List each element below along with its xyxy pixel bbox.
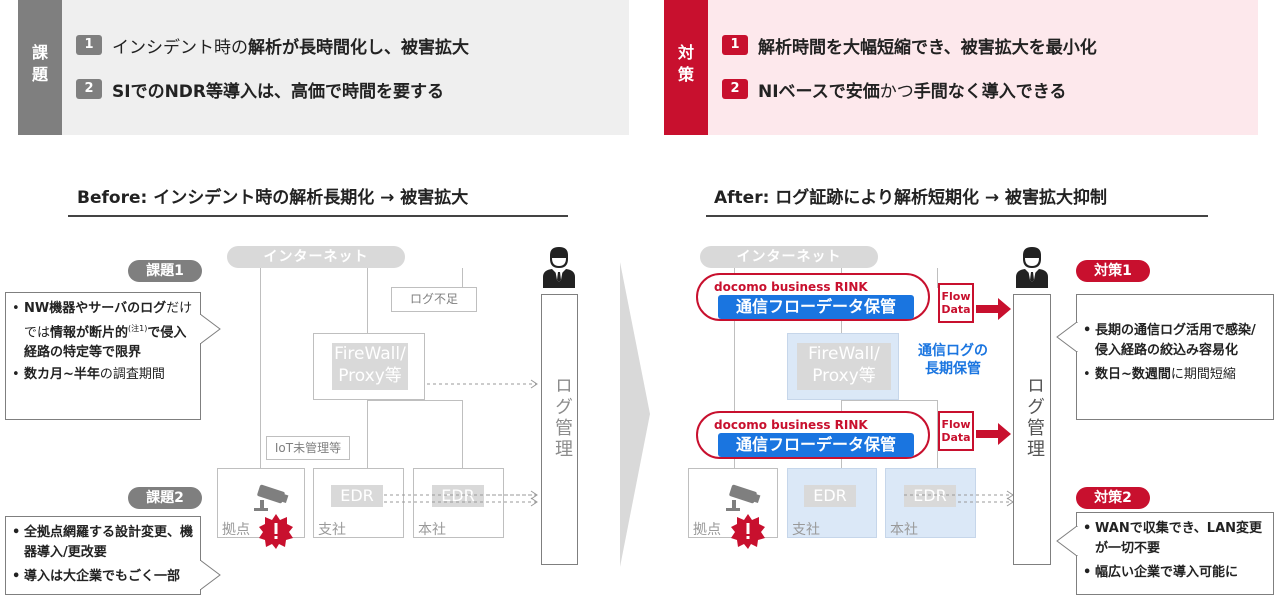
before-wire <box>367 268 368 333</box>
after-title: After: ログ証跡により解析短期化 → 被害拡大抑制 <box>714 188 1108 208</box>
before-title-underline <box>68 215 568 217</box>
rink-storage-top: docomo business RINK 通信フローデータ保管 <box>696 273 930 321</box>
before-site-hq-label: 拠点 <box>222 522 250 538</box>
person-suit-icon <box>1016 247 1048 288</box>
after-firewall-box: FireWall/ Proxy等 <box>787 333 899 400</box>
before-internet-cloud: インターネット <box>227 246 405 268</box>
after-site-hq-label: 拠点 <box>693 522 721 538</box>
measure1-item-2: 数日~数週間に期間短縮 <box>1083 365 1267 385</box>
issue-2-bold: SIでのNDR等導入は、高価で時間を要する <box>112 81 444 102</box>
measures-tag: 対 策 <box>664 0 708 135</box>
camera-icon <box>726 484 761 511</box>
red-arrow-icon <box>976 423 1011 445</box>
issue2-pill: 課題2 <box>128 487 202 509</box>
after-title-underline <box>706 215 1208 217</box>
red-arrow-icon <box>976 298 1011 320</box>
issue2-item-2: 導入は大企業でもごく一部 <box>12 567 194 587</box>
issue-row-1: 1 インシデント時の 解析が長時間化し、被害拡大 <box>76 33 469 58</box>
after-log-management-label: ログ管理 <box>1024 376 1045 460</box>
virus-alert-icon <box>731 514 765 549</box>
issue1-pill: 課題1 <box>128 260 202 282</box>
issue-1-bold: 解析が長時間化し、被害拡大 <box>248 37 469 58</box>
before-wire <box>367 400 463 401</box>
rink-save-top: 通信フローデータ保管 <box>718 295 914 319</box>
issue-row-2: 2 SIでのNDR等導入は、高価で時間を要する <box>76 77 444 102</box>
issue-1-light: インシデント時の <box>112 37 248 58</box>
issue1-item-1: NW機器やサーバのログだけでは情報が断片的(注1)で侵入経路の特定等で限界 <box>12 299 194 363</box>
camera-icon <box>254 484 289 511</box>
before-site-branch-label: 支社 <box>318 522 346 538</box>
after-site-main-label: 本社 <box>890 522 918 538</box>
before-dashed-arrows <box>384 379 538 507</box>
issue-number-2: 2 <box>76 79 102 99</box>
after-wire <box>937 400 938 468</box>
measures-banner: 対 策 1 解析時間を大幅短縮でき、被害拡大を最小化 2 NIベースで安価 かつ… <box>664 0 1258 135</box>
after-internet-cloud: インターネット <box>700 246 878 268</box>
measure-2-bold-a: NIベースで安価 <box>758 81 880 102</box>
after-log-management-box <box>1013 294 1051 565</box>
document-icon: Flow Data <box>938 411 974 451</box>
measure-row-1: 1 解析時間を大幅短縮でき、被害拡大を最小化 <box>722 33 1097 58</box>
before-log-management-box <box>541 294 578 565</box>
before-wire <box>367 400 368 468</box>
measure2-callout: WANで収集でき、LAN変更が一切不要 幅広い企業で導入可能に <box>1076 512 1274 595</box>
log-shortage-note: ログ不足 <box>391 287 477 312</box>
measure1-item-1: 長期の通信ログ活用で感染/侵入経路の絞込み容易化 <box>1083 321 1267 361</box>
chevron-right-arrow-icon <box>620 262 650 567</box>
after-site-main <box>885 468 976 538</box>
measure2-item-1: WANで収集でき、LAN変更が一切不要 <box>1083 519 1267 559</box>
issue1-callout: NW機器やサーバのログだけでは情報が断片的(注1)で侵入経路の特定等で限界 数カ… <box>5 292 201 420</box>
before-site-main-label: 本社 <box>418 522 446 538</box>
rink-label-top: docomo business RINK <box>714 280 868 294</box>
measure2-item-2: 幅広い企業で導入可能に <box>1083 563 1267 583</box>
issue2-callout: 全拠点網羅する設計変更、機器導入/更改要 導入は大企業でもごく一部 <box>5 516 201 595</box>
before-site-branch <box>313 468 404 538</box>
before-title: Before: インシデント時の解析長期化 → 被害拡大 <box>77 188 469 208</box>
after-wire <box>841 400 938 401</box>
measure2-callout-pointer <box>1056 526 1078 556</box>
measure-number-1: 1 <box>722 35 748 55</box>
after-site-branch-label: 支社 <box>792 522 820 538</box>
issue1-item-2: 数カ月~半年の調査期間 <box>12 365 194 385</box>
measure2-pill: 対策2 <box>1076 487 1150 509</box>
after-edr-branch: EDR <box>804 485 856 507</box>
rink-label-bottom: docomo business RINK <box>714 418 868 432</box>
issue2-callout-pointer <box>200 560 221 590</box>
virus-alert-icon <box>259 514 293 549</box>
rink-storage-bottom: docomo business RINK 通信フローデータ保管 <box>696 411 930 459</box>
issue2-item-1: 全拠点網羅する設計変更、機器導入/更改要 <box>12 523 194 563</box>
before-log-management-label: ログ管理 <box>552 376 573 460</box>
before-wire <box>462 400 463 468</box>
rink-save-bottom: 通信フローデータ保管 <box>718 433 914 457</box>
iot-unmanaged-note: IoT未管理等 <box>266 436 350 460</box>
after-firewall-label: FireWall/ Proxy等 <box>797 343 891 390</box>
measure-number-2: 2 <box>722 79 748 99</box>
measure-2-light: かつ <box>879 81 914 102</box>
long-term-storage-label: 通信ログの 長期保管 <box>918 343 988 377</box>
issues-tag: 課 題 <box>18 0 62 135</box>
before-wire <box>462 268 463 288</box>
person-suit-icon <box>543 247 575 288</box>
measure1-callout-pointer <box>1056 322 1078 352</box>
measure-2-bold-b: 手間なく導入できる <box>913 81 1067 102</box>
measure-row-2: 2 NIベースで安価 かつ 手間なく導入できる <box>722 77 1067 102</box>
measure1-callout: 長期の通信ログ活用で感染/侵入経路の絞込み容易化 数日~数週間に期間短縮 <box>1076 294 1274 420</box>
issues-banner: 課 題 1 インシデント時の 解析が長時間化し、被害拡大 2 SIでのNDR等導… <box>18 0 629 135</box>
document-icon: Flow Data <box>938 283 974 323</box>
after-wire <box>734 268 735 468</box>
before-edr-branch: EDR <box>331 485 383 507</box>
firewall-label: FireWall/ Proxy等 <box>332 343 408 390</box>
before-firewall-box: FireWall/ Proxy等 <box>313 333 425 400</box>
measure1-pill: 対策1 <box>1076 260 1150 282</box>
before-wire <box>260 268 261 468</box>
issue-number-1: 1 <box>76 35 102 55</box>
issue1-callout-pointer <box>200 314 221 344</box>
measure-1-bold: 解析時間を大幅短縮でき、被害拡大を最小化 <box>758 37 1097 58</box>
after-wire <box>937 268 938 288</box>
